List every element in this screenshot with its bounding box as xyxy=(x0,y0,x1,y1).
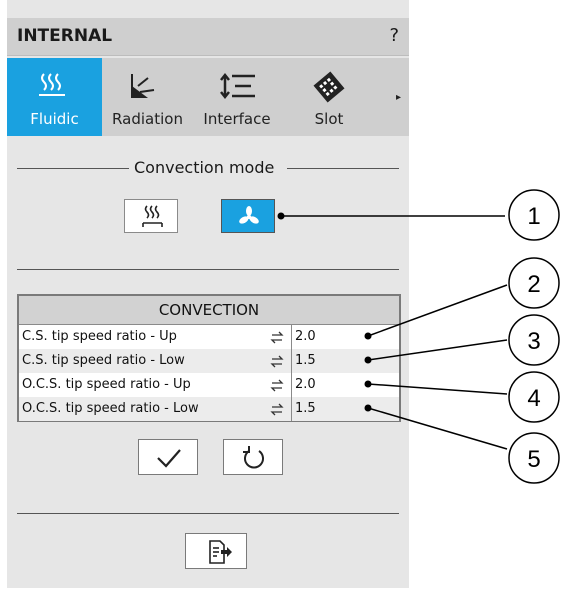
forced-convection-button[interactable] xyxy=(221,199,275,233)
callout-circle xyxy=(508,314,560,366)
swap-arrows-icon[interactable] xyxy=(267,399,287,419)
convection-table-header: CONVECTION xyxy=(19,296,399,325)
check-icon xyxy=(157,449,181,468)
heat-waves-icon xyxy=(7,70,102,104)
group-divider xyxy=(17,168,129,169)
callout-circle xyxy=(508,257,560,309)
row-label: O.C.S. tip speed ratio - Low xyxy=(22,401,199,416)
swap-arrows-icon[interactable] xyxy=(267,327,287,347)
callout-anchor xyxy=(277,212,285,220)
swap-arrows-icon[interactable] xyxy=(267,351,287,371)
tab-label: Fluidic xyxy=(30,110,79,128)
row-label: O.C.S. tip speed ratio - Up xyxy=(22,377,191,392)
tab-label: Radiation xyxy=(112,110,183,128)
ocs-tip-speed-low-input[interactable]: 1.5 xyxy=(291,397,399,421)
row-label: C.S. tip speed ratio - Up xyxy=(22,329,177,344)
panel-title: INTERNAL xyxy=(17,26,113,46)
natural-convection-icon xyxy=(142,205,163,227)
interface-icon xyxy=(197,70,277,104)
callout-number: 4 xyxy=(527,385,540,412)
convection-table: CONVECTION C.S. tip speed ratio - Up 2.0… xyxy=(17,294,401,422)
apply-button[interactable] xyxy=(138,439,198,475)
radiation-icon xyxy=(104,70,191,104)
callout-anchor xyxy=(364,332,372,340)
cs-tip-speed-up-input[interactable]: 2.0 xyxy=(291,325,399,349)
table-row: C.S. tip speed ratio - Up 2.0 xyxy=(19,325,399,349)
table-row: C.S. tip speed ratio - Low 1.5 xyxy=(19,349,399,373)
panel-header: INTERNAL ? xyxy=(7,18,409,56)
fan-icon xyxy=(239,206,259,224)
table-row: O.C.S. tip speed ratio - Up 2.0 xyxy=(19,373,399,397)
exit-icon xyxy=(209,540,232,564)
exit-button[interactable] xyxy=(185,533,247,569)
callout-anchor xyxy=(364,356,372,364)
row-label: C.S. tip speed ratio - Low xyxy=(22,353,185,368)
callout-leader-3 xyxy=(367,339,508,361)
section-divider xyxy=(17,269,399,270)
tab-fluidic[interactable]: Fluidic xyxy=(7,58,102,136)
convection-mode-title: Convection mode xyxy=(134,158,275,177)
tabs-scroll-right-button[interactable]: ▸ xyxy=(395,92,401,103)
callout-number: 1 xyxy=(527,203,540,230)
group-divider xyxy=(287,168,399,169)
swap-arrows-icon[interactable] xyxy=(267,375,287,395)
callout-anchor xyxy=(364,404,372,412)
callout-anchor xyxy=(364,380,372,388)
tab-slot[interactable]: Slot xyxy=(289,58,369,136)
callout-leader-5 xyxy=(367,407,508,450)
callout-leader-4 xyxy=(367,383,508,395)
section-divider xyxy=(17,513,399,514)
callout-circle xyxy=(508,189,560,241)
slot-icon xyxy=(289,70,369,104)
tab-radiation[interactable]: Radiation xyxy=(104,58,191,136)
callout-number: 5 xyxy=(527,446,540,473)
callout-circle xyxy=(508,371,560,423)
ocs-tip-speed-up-input[interactable]: 2.0 xyxy=(291,373,399,397)
callout-number: 2 xyxy=(527,271,540,298)
callout-leader-2 xyxy=(367,284,508,337)
natural-convection-button[interactable] xyxy=(124,199,178,233)
internal-panel: INTERNAL ? Fluidic xyxy=(7,0,409,588)
tab-bar: Fluidic Radiation xyxy=(7,58,409,136)
tab-label: Interface xyxy=(203,110,271,128)
reset-icon xyxy=(243,446,264,469)
tab-interface[interactable]: Interface xyxy=(197,58,277,136)
help-button[interactable]: ? xyxy=(389,25,399,46)
reset-button[interactable] xyxy=(223,439,283,475)
callout-circle xyxy=(508,432,560,484)
table-row: O.C.S. tip speed ratio - Low 1.5 xyxy=(19,397,399,421)
cs-tip-speed-low-input[interactable]: 1.5 xyxy=(291,349,399,373)
tab-label: Slot xyxy=(314,110,344,128)
callout-number: 3 xyxy=(527,328,540,355)
